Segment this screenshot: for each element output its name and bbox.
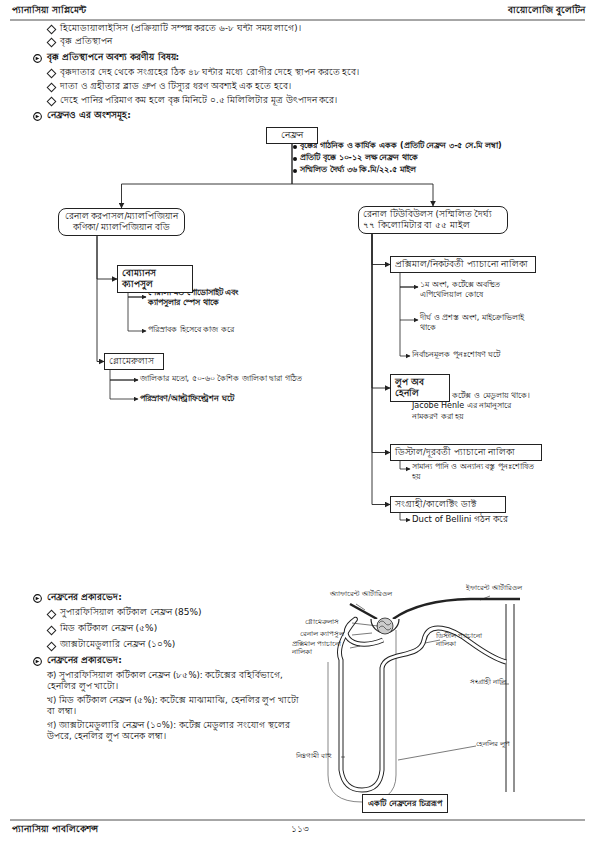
bullet-diamond xyxy=(47,642,57,652)
bullet-diamond xyxy=(47,25,57,35)
connector-arrow xyxy=(372,234,390,264)
text-label: জাক্সটামেডুলারি নেফ্রন (১০%) xyxy=(60,639,310,651)
text-label: বৃক্ক প্রতিস্থাপনে অবশ্য করণীয় বিষয়: xyxy=(47,52,527,64)
process-box: নেফ্রন xyxy=(266,127,318,144)
heading-icon xyxy=(33,54,42,63)
text-label: ডিস্টাল প্যাচানো নালিকা xyxy=(436,632,496,649)
text-label: সম্মিলিত দৈর্ঘ্য ৩৬ কি.মি/২২.৫ মাইল xyxy=(300,165,570,175)
box-text: প্রক্সিমাল/নিকটবর্তী প্যাচানো নালিকা xyxy=(395,259,531,270)
bullet-diamond xyxy=(47,69,57,79)
text-label: নির্বাচনমূলক পুনঃশোষণ ঘটে xyxy=(412,350,542,360)
process-box: রেনাল টিউবিউলস (সম্মিলিত দৈর্ঘ্য ৭৭ কিলো… xyxy=(358,206,508,234)
box-text: রেনাল টিউবিউলস (সম্মিলিত দৈর্ঘ্য ৭৭ কিলো… xyxy=(363,209,503,231)
text-label: বৃক্ক প্রতিস্থাপন xyxy=(60,36,540,47)
connector-arrow xyxy=(372,234,390,452)
leader-lines xyxy=(110,272,418,520)
process-box: প্রক্সিমাল/নিকটবর্তী প্যাচানো নালিকা xyxy=(390,256,536,273)
heading-icon xyxy=(33,657,42,666)
box-text: বোম্যানস ক্যাপসুল xyxy=(122,268,188,290)
nephron-illustration xyxy=(328,596,520,802)
bullet-dot xyxy=(293,157,297,161)
text-label: সুপারফিসিয়াল কর্টিকাল নেফ্রন (85%) xyxy=(60,607,310,619)
text-label: ১১৩ xyxy=(260,824,340,836)
text-label: দাতা ও গ্রহীতার ব্লাড গ্রুপ ও টিস্যুর ধর… xyxy=(60,81,570,92)
process-box: লুপ অব হেনলি xyxy=(390,374,450,402)
text-label: নিম্নগামী বাহু xyxy=(296,752,356,760)
text-label: অ্যাফারেন্ট আর্টারিওল xyxy=(330,590,410,598)
text-label: হেনলির লুপ xyxy=(476,740,546,748)
box-text: সংগ্রাহী/কালেক্টিং ডাক্ট xyxy=(395,499,501,510)
text-label: সংগ্রাহী নালি xyxy=(470,678,530,686)
box-text: ডিস্টাল/দূরবর্তী প্যাচানো নালিকা xyxy=(395,447,537,458)
text-label: জালিকার মতো, ৫০-৬০ কৈশিক জালিকা দ্বারা গ… xyxy=(140,374,325,384)
text-label: প্রতিটি বৃক্কে ১০-১২ লক্ষ নেফ্রন থাকে xyxy=(300,153,570,163)
box-text: গ্লোমেরুলাস xyxy=(109,356,159,367)
text-label: বৃক্কের গাঠনিক ও কার্যিক একক (প্রতিটি নে… xyxy=(300,141,570,151)
connector-arrow xyxy=(122,144,293,208)
text-label: বায়োলোজি বুলেটিন xyxy=(385,5,585,17)
box-text: লুপ অব হেনলি xyxy=(395,377,445,399)
heading-icon xyxy=(33,594,42,603)
text-label: বৃক্কদাতার দেহ থেকে সংগ্রহের ঠিক ৪৮ ঘন্ট… xyxy=(60,67,570,78)
bullet-dot xyxy=(293,145,297,149)
process-box: বোম্যানস ক্যাপসুল xyxy=(117,265,193,293)
text-label: মিড কর্টিকাল নেফ্রন (৫%) xyxy=(60,623,310,635)
text-label: ইফারেন্ট আর্টারিওল xyxy=(466,584,556,592)
text-label: খ) মিড কর্টিকাল নেফ্রন (৫%): কর্টেক্সে ম… xyxy=(47,695,305,717)
text-label: প্যানাসিয়া পাবলিকেশন্স xyxy=(12,824,212,836)
caption-box: একটি নেফ্রনের চিত্ররূপ xyxy=(362,794,448,813)
connector-arrow xyxy=(97,236,104,361)
text-label: ১ম অংশ, কর্টেক্সে অবস্থিত এপিথেলিয়াল কো… xyxy=(420,280,540,301)
connector-arrow xyxy=(372,234,390,388)
bullet-diamond xyxy=(47,97,57,107)
text-label: দেহে পানির পরিমাণ কম হলে বৃক্ক মিনিটে ০.… xyxy=(60,95,570,106)
text-label: গ) জাক্সটামেডুলারি নেফ্রন (১০%): কর্টেক্… xyxy=(47,720,305,742)
text-label: প্যানাসিয়া সাপ্লিমেন্ট xyxy=(12,5,262,17)
process-box: ডিস্টাল/দূরবর্তী প্যাচানো নালিকা xyxy=(390,444,542,461)
bullet-diamond xyxy=(47,83,57,93)
text-label: Duct of Bellini গঠন করে xyxy=(412,514,552,525)
text-label: রেনাল ক্যাপসুল xyxy=(300,630,360,638)
footer-rule xyxy=(10,820,585,821)
box-text: রেনাল করপাসল/ম্যালপিজিয়ান কণিকা/ ম্যালপ… xyxy=(63,211,180,233)
text-label: প্রক্সিমাল প্যাচানো নালিকা xyxy=(292,640,354,657)
process-box: রেনাল করপাসল/ম্যালপিজিয়ান কণিকা/ ম্যালপ… xyxy=(58,208,185,236)
heading-icon xyxy=(33,112,42,121)
text-label: ক) সুপারফিসিয়াল কর্টিকাল নেফ্রন (৮৫%): … xyxy=(47,670,305,692)
text-label: নেফ্রনও এর অংশসমূহ: xyxy=(47,110,527,122)
text-label: সামান্য পানি ও অন্যান্য বস্তু পুনঃশোষিত … xyxy=(412,462,538,483)
process-box: গ্লোমেরুলাস xyxy=(104,353,164,370)
bullet-diamond xyxy=(47,626,57,636)
text-label: দীর্ঘ ও প্রশস্ত অংশ, মাইক্রোভিলাই থাকে xyxy=(420,313,540,334)
header-rule xyxy=(10,20,585,21)
text-label: পরিস্রাবণ/আল্ট্রাফিল্ট্রেশন ঘটে xyxy=(140,394,325,404)
text-label: হিমোডায়ালাইসিস (প্রক্রিয়াটি সম্পন্ন কর… xyxy=(60,23,540,34)
connector-arrow xyxy=(97,236,117,279)
connector-arrow xyxy=(372,234,390,504)
text-label: পরিস্রাবক হিসেবে কাজ করে xyxy=(148,325,278,335)
text-label: গ্লোমেরুলাস xyxy=(305,618,365,626)
text-label: নেফ্রনের প্রকারভেদ: xyxy=(47,592,297,604)
bullet-diamond xyxy=(47,38,57,48)
box-text: নেফ্রন xyxy=(271,130,313,141)
bullet-dot xyxy=(293,169,297,173)
bullet-diamond xyxy=(47,610,57,620)
text-label: নেফ্রনের প্রকারভেদ: xyxy=(47,655,297,667)
process-box: সংগ্রাহী/কালেক্টিং ডাক্ট xyxy=(390,496,506,513)
